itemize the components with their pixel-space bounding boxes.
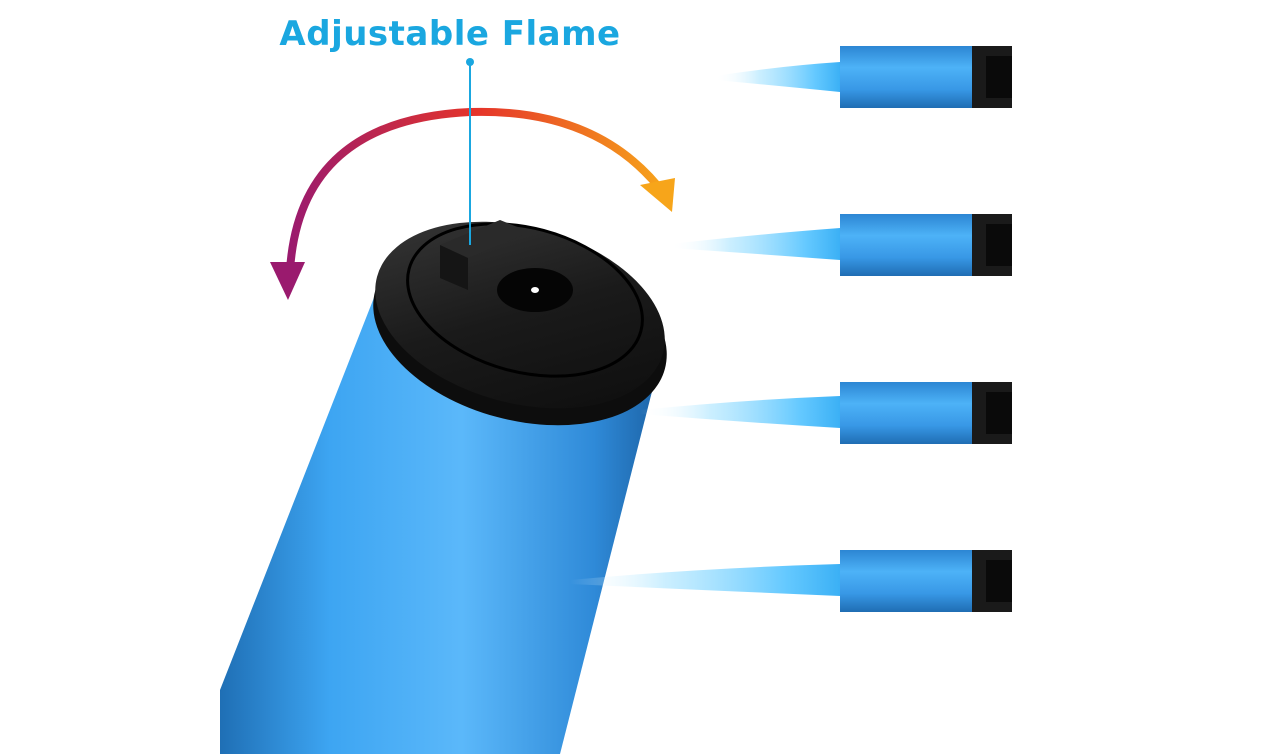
torch-nozzle — [840, 46, 975, 108]
adjustable-flame-label: Adjustable Flame — [279, 14, 621, 54]
flame — [715, 62, 840, 92]
callout-pointer — [466, 58, 474, 245]
ignition-switch — [440, 220, 573, 312]
flame-level-1 — [715, 46, 1012, 108]
flame-level-2 — [670, 214, 1012, 276]
flame — [640, 396, 840, 428]
flame — [670, 228, 840, 260]
flame-level-4 — [570, 550, 1012, 612]
flame — [570, 564, 840, 596]
torch-nozzle — [840, 550, 975, 612]
lighter-body — [220, 220, 667, 754]
torch-nozzle — [840, 382, 975, 444]
torch-nozzle — [840, 214, 975, 276]
flame-level-3 — [640, 382, 1012, 444]
